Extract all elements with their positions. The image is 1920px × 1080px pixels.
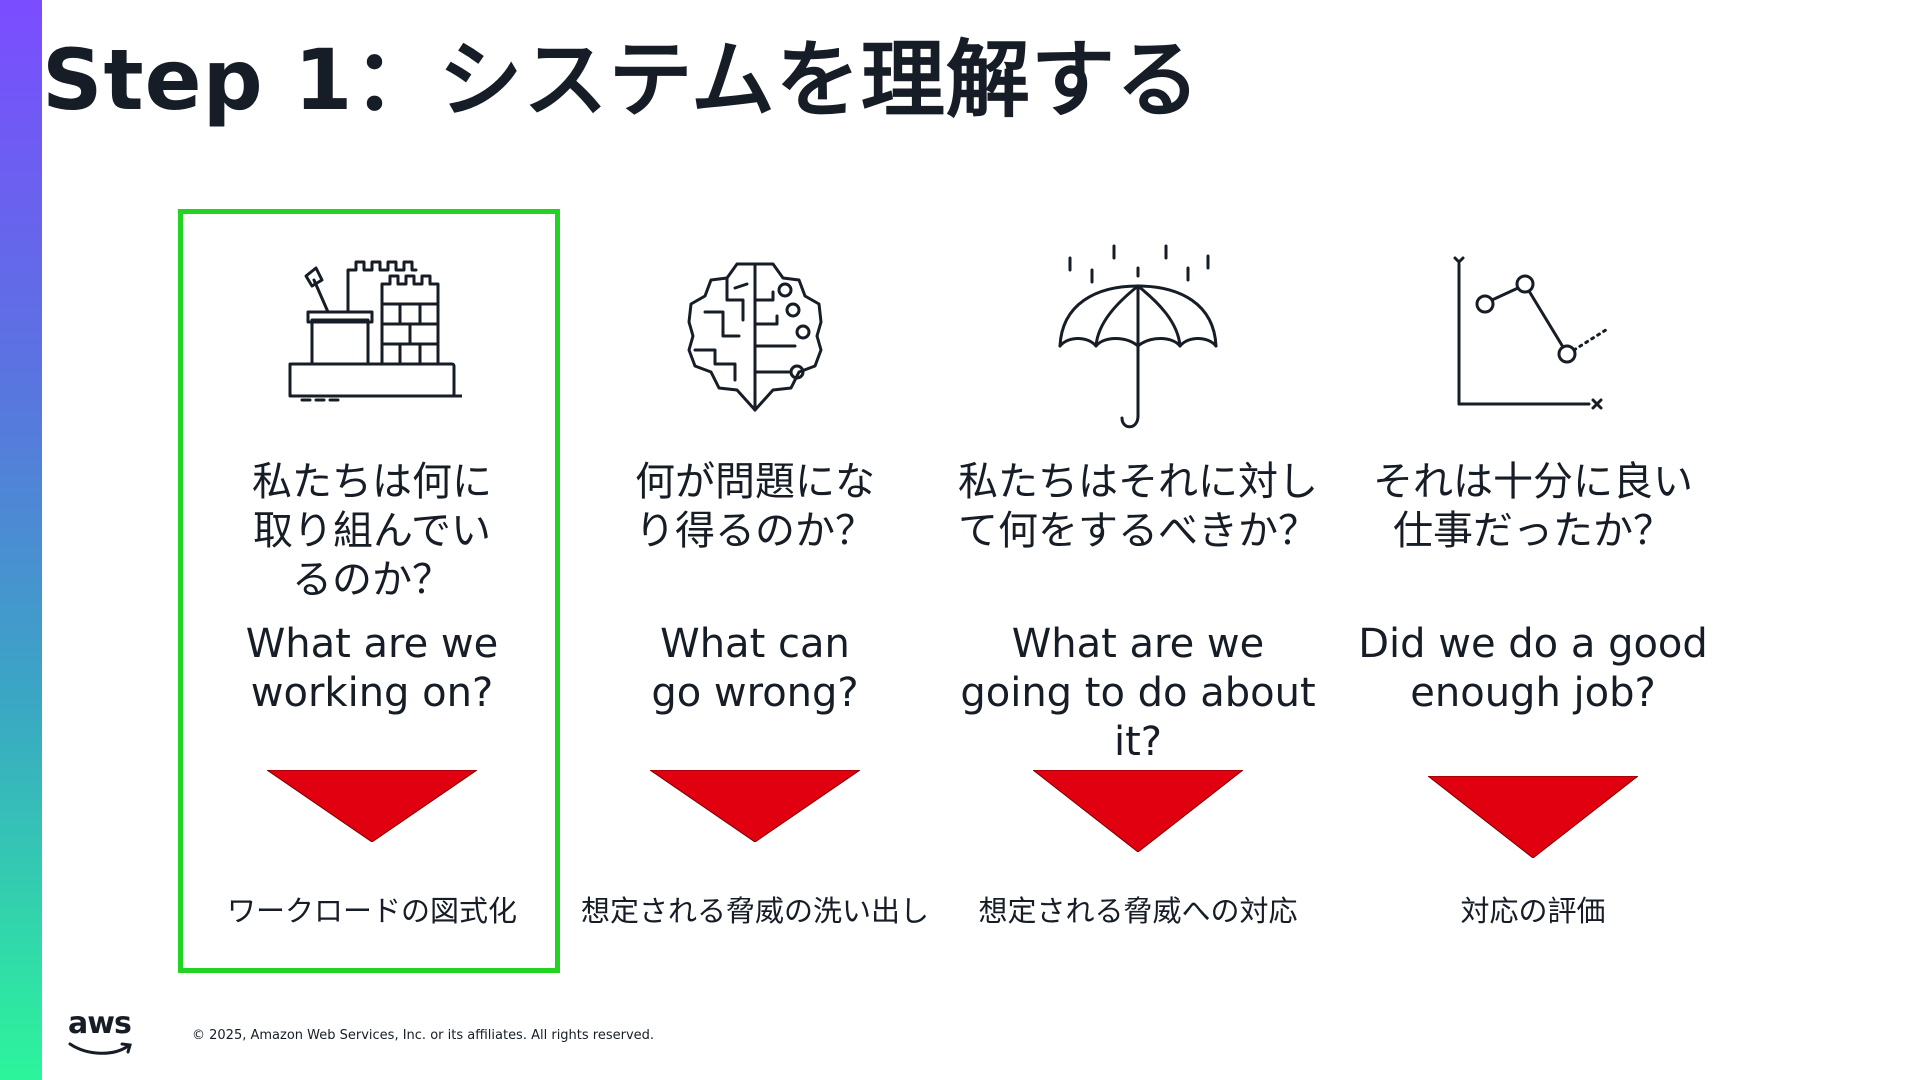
aws-smile-icon <box>68 1042 132 1055</box>
question-japanese: それは十分に良い仕事だったか？ <box>1373 459 1693 554</box>
question-japanese: 何が問題になり得るのか？ <box>635 459 875 554</box>
activity-label: ワークロードの図式化 <box>226 894 517 928</box>
accent-gradient-bar <box>0 0 42 1080</box>
activity-label: 想定される脅威の洗い出し <box>580 894 929 928</box>
brain-circuit-icon <box>665 240 845 440</box>
activity-label: 想定される脅威への対応 <box>978 894 1298 928</box>
current-step-highlight <box>178 209 560 973</box>
line-chart-icon <box>1443 240 1623 440</box>
question-japanese: 私たちはそれに対して何をするべきか？ <box>958 459 1318 554</box>
umbrella-rain-icon <box>1048 240 1228 440</box>
copyright-notice: © 2025, Amazon Web Services, Inc. or its… <box>192 1028 655 1043</box>
down-arrow-icon <box>1428 776 1638 858</box>
activity-label: 対応の評価 <box>1460 894 1606 928</box>
down-arrow-icon <box>267 770 477 842</box>
sandcastle-icon <box>282 240 462 440</box>
aws-logo: aws <box>66 1006 138 1058</box>
slide-title: Step 1：システムを理解する <box>42 31 1201 129</box>
down-arrow-icon <box>650 770 860 842</box>
down-arrow-icon <box>1033 770 1243 852</box>
question-japanese: 私たちは何に取り組んでいるのか？ <box>252 459 492 603</box>
aws-logo-text: aws <box>68 1006 132 1041</box>
